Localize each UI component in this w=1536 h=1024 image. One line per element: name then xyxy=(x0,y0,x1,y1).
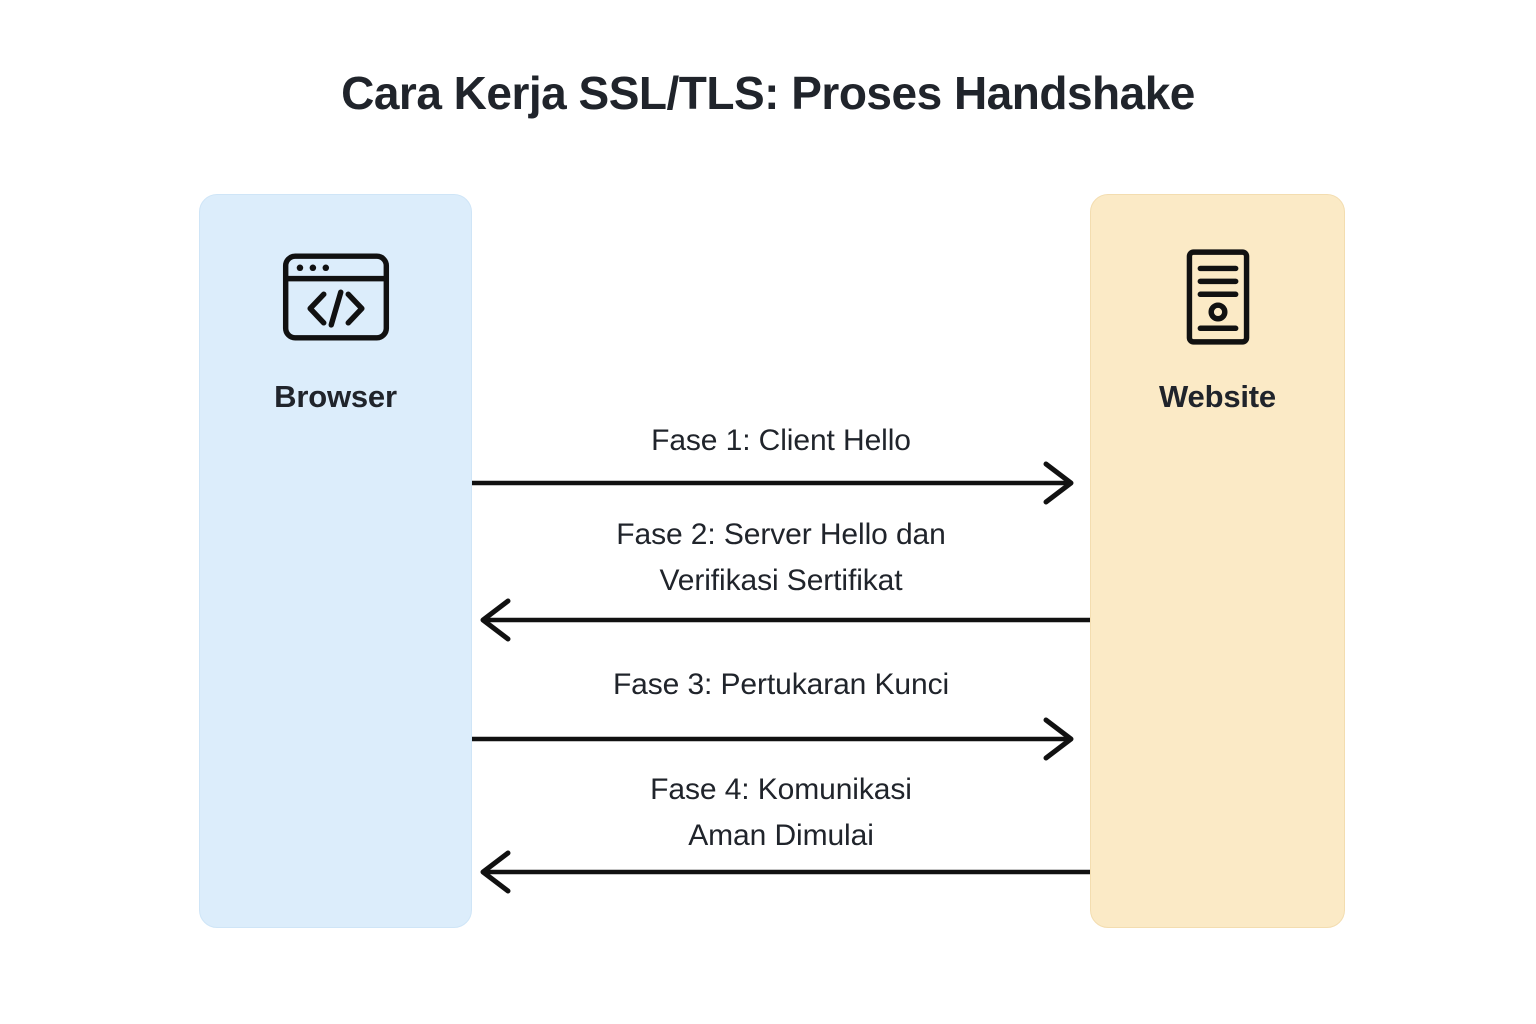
actor-website: Website xyxy=(1090,194,1345,928)
message-arrow-2 xyxy=(480,598,1090,642)
message-label-2: Fase 2: Server Hello dan Verifikasi Sert… xyxy=(471,512,1091,603)
message-arrow-1 xyxy=(472,461,1074,505)
server-rack-icon xyxy=(1150,229,1286,365)
actor-website-label: Website xyxy=(1159,379,1276,414)
message-label-2-line-1: Fase 2: Server Hello dan xyxy=(616,518,946,551)
actor-browser-label: Browser xyxy=(274,379,397,414)
actor-browser: Browser xyxy=(199,194,472,928)
message-label-4-line-2: Aman Dimulai xyxy=(688,818,874,852)
actor-browser-content: Browser xyxy=(200,229,471,415)
message-label-1: Fase 1: Client Hello xyxy=(471,418,1091,464)
page-title: Cara Kerja SSL/TLS: Proses Handshake xyxy=(341,67,1195,119)
browser-window-code-icon xyxy=(268,229,404,365)
message-label-4: Fase 4: Komunikasi Aman Dimulai xyxy=(471,767,1091,858)
actor-website-content: Website xyxy=(1091,229,1344,415)
message-label-1-line-1: Fase 1: Client Hello xyxy=(651,424,911,457)
message-label-2-line-2: Verifikasi Sertifikat xyxy=(659,563,903,597)
message-arrow-4 xyxy=(480,850,1090,894)
message-label-3: Fase 3: Pertukaran Kunci xyxy=(471,662,1091,708)
message-arrow-3 xyxy=(472,717,1074,761)
message-label-4-line-1: Fase 4: Komunikasi xyxy=(650,773,912,806)
message-label-3-line-1: Fase 3: Pertukaran Kunci xyxy=(612,668,950,701)
